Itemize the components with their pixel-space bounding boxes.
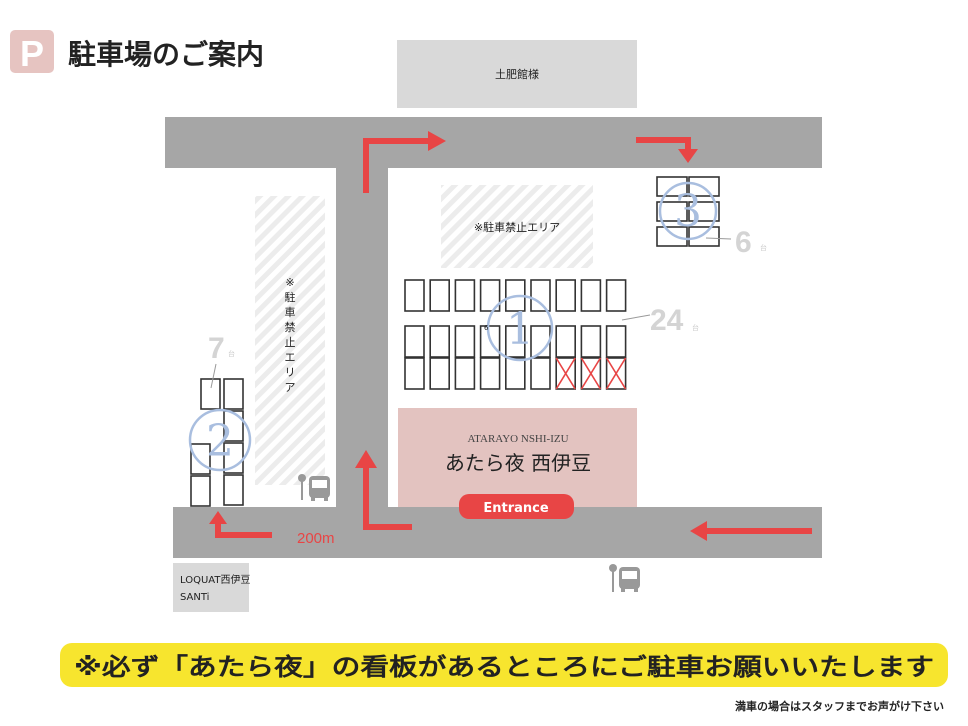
page-title: 駐車場のご案内: [68, 38, 264, 71]
neighbor-building-label: 土肥館様: [495, 67, 539, 81]
parking-spot: [190, 475, 211, 507]
parking-spot: [504, 325, 526, 358]
lot-1-number: 1: [506, 304, 534, 355]
lot-2-unit: 台: [228, 349, 235, 358]
parking-logo-letter: P: [20, 33, 44, 74]
parking-spot: [429, 357, 451, 390]
lot-1-marker: [486, 294, 554, 362]
lot-3-marker: [658, 181, 718, 241]
no-parking-top-label: ※駐車禁止エリア: [474, 220, 560, 234]
parking-spot: [223, 410, 244, 442]
arrowhead-icon: [209, 511, 227, 524]
hotel-building: [398, 408, 637, 507]
parking-spot: [605, 279, 627, 312]
arrowhead-icon: [678, 149, 698, 163]
svg-text:ア: ア: [285, 381, 296, 394]
lot-3-leader: [705, 237, 732, 240]
parking-spot: [580, 325, 602, 358]
entrance-marker: [459, 494, 574, 519]
footnote: 満車の場合はスタッフまでお声がけ下さい: [735, 699, 944, 713]
no-parking-area-left: [255, 196, 325, 485]
lot-1-count: 24: [650, 304, 684, 337]
parking-spot: [656, 176, 688, 197]
neighbor-building: [397, 40, 637, 108]
parking-spot: [688, 226, 720, 247]
arrow-right-down: [636, 137, 691, 150]
parking-spot: [454, 279, 476, 312]
road-vertical: [336, 117, 388, 530]
no-parking-area-top: [441, 185, 593, 268]
parking-spot: [688, 201, 720, 222]
parking-spot: [454, 325, 476, 358]
x-mark-icon: [605, 357, 627, 390]
parking-spot: [223, 378, 244, 410]
parking-spot: [479, 357, 501, 390]
parking-spot: [530, 279, 551, 312]
arrow-up-right: [363, 138, 430, 193]
loquat-label-line1: LOQUAT西伊豆: [180, 574, 250, 586]
parking-spot: [656, 226, 688, 247]
lot-1-small-label: 6: [484, 324, 489, 332]
lot-2-leader: [210, 363, 217, 389]
lot-3-unit: 台: [760, 243, 767, 252]
parking-spot: [555, 325, 577, 358]
parking-spot: [479, 279, 501, 312]
svg-text:駐: 駐: [285, 290, 296, 304]
svg-text:リ: リ: [285, 366, 296, 379]
parking-spot: [200, 378, 221, 410]
x-mark-icon: [580, 357, 602, 390]
arrowhead-icon: [690, 521, 707, 541]
lot-2-count: 7: [208, 332, 225, 365]
bus-stop-icon: [609, 564, 640, 592]
svg-text:止: 止: [285, 336, 296, 349]
parking-spot: [404, 279, 425, 312]
parking-spot: [656, 201, 688, 222]
hotel-name-jp: あたら夜 西伊豆: [445, 451, 591, 475]
hotel-name-en: ATARAYO NSHI-IZU: [467, 433, 568, 445]
parking-lot-1: [404, 279, 627, 390]
parking-spot: [404, 357, 425, 390]
lot-1-leader: [621, 314, 651, 321]
x-mark-icon: [555, 357, 576, 390]
parking-spot: [404, 325, 425, 358]
lot-2-number: 2: [206, 416, 234, 467]
parking-spot: [555, 279, 577, 312]
parking-lot-3: [656, 176, 720, 247]
arrowhead-icon: [428, 131, 446, 151]
lot-3-number: 3: [674, 186, 702, 237]
bus-stop-icon: [298, 474, 330, 501]
road-top: [165, 117, 822, 168]
arrow-to-lot-2: [215, 522, 272, 538]
loquat-label-line2: SANTi: [180, 592, 209, 603]
parking-spot: [605, 325, 627, 358]
lot-2-marker: [188, 408, 252, 472]
parking-spot: [454, 357, 476, 390]
parking-spot: [504, 357, 526, 390]
arrow-left-up: [363, 466, 412, 530]
parking-spot: [580, 279, 602, 312]
entrance-label: Entrance: [483, 501, 548, 516]
loquat-building: [173, 563, 249, 612]
parking-spot: [688, 176, 720, 197]
parking-logo: [10, 30, 54, 73]
arrowhead-icon: [355, 450, 377, 468]
svg-text:※: ※: [285, 276, 294, 289]
parking-spot: [530, 357, 551, 390]
svg-text:エ: エ: [285, 351, 296, 364]
route-arrows: [209, 131, 812, 541]
parking-spot: [429, 279, 451, 312]
notice-banner-text: ※必ず「あたら夜」の看板があるところにご駐車お願いいたします: [74, 653, 934, 681]
svg-text:車: 車: [285, 305, 296, 319]
parking-lot-2: [190, 378, 244, 507]
lot-3-count: 6: [735, 226, 752, 259]
no-parking-left-label: ※ 駐 車 禁 止 エ リ ア: [285, 276, 296, 394]
svg-text:禁: 禁: [285, 321, 296, 334]
notice-banner: [60, 643, 948, 687]
parking-spot: [223, 474, 244, 506]
lot-1-unit: 台: [692, 323, 699, 332]
distance-label: 200m: [297, 530, 335, 547]
parking-spot: [429, 325, 451, 358]
